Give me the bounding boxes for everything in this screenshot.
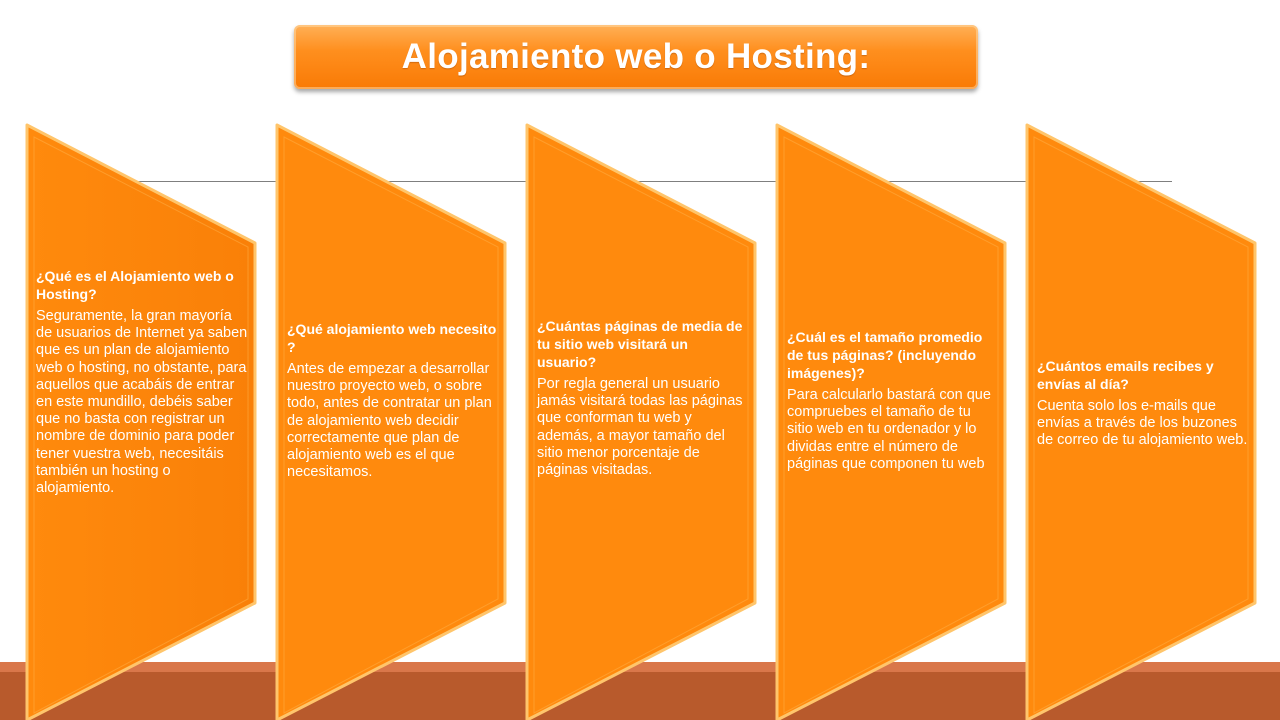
- card-3: ¿Cuántas páginas de media de tu sitio we…: [525, 123, 757, 720]
- card-4: ¿Cuál es el tamaño promedio de tus págin…: [775, 123, 1007, 720]
- divider-line: [130, 181, 1172, 182]
- title-banner: Alojamiento web o Hosting:: [294, 25, 978, 89]
- card-2-answer: Antes de empezar a desarrollar nuestro p…: [287, 361, 492, 481]
- card-3-answer: Por regla general un usuario jamás visit…: [537, 376, 743, 479]
- card-2-question: ¿Qué alojamiento web necesito ?: [287, 321, 497, 355]
- card-5: ¿Cuántos emails recibes y envías al día?…: [1025, 123, 1257, 720]
- card-4-question: ¿Cuál es el tamaño promedio de tus págin…: [787, 329, 983, 381]
- page-title: Alojamiento web o Hosting:: [401, 37, 871, 76]
- card-2-shape: [275, 123, 507, 720]
- card-4-text: ¿Cuál es el tamaño promedio de tus págin…: [787, 328, 999, 473]
- card-5-text: ¿Cuántos emails recibes y envías al día?…: [1037, 357, 1249, 450]
- card-1-shape: [25, 123, 257, 720]
- card-3-text: ¿Cuántas páginas de media de tu sitio we…: [537, 317, 749, 479]
- card-5-question: ¿Cuántos emails recibes y envías al día?: [1037, 358, 1214, 392]
- card-4-answer: Para calcularlo bastará con que comprueb…: [787, 387, 991, 472]
- card-2: ¿Qué alojamiento web necesito ? Antes de…: [275, 123, 507, 720]
- card-3-question: ¿Cuántas páginas de media de tu sitio we…: [537, 318, 743, 370]
- card-1-question: ¿Qué es el Alojamiento web o Hosting?: [36, 268, 234, 302]
- card-3-shape: [525, 123, 757, 720]
- card-1: ¿Qué es el Alojamiento web o Hosting? Se…: [25, 123, 257, 720]
- card-2-text: ¿Qué alojamiento web necesito ? Antes de…: [287, 320, 499, 481]
- card-1-answer: Seguramente, la gran mayoría de usuarios…: [36, 308, 248, 497]
- card-1-text: ¿Qué es el Alojamiento web o Hosting? Se…: [36, 267, 248, 497]
- card-5-shape: [1025, 123, 1257, 720]
- card-4-shape: [775, 123, 1007, 720]
- card-5-answer: Cuenta solo los e-mails que envías a tra…: [1037, 398, 1248, 449]
